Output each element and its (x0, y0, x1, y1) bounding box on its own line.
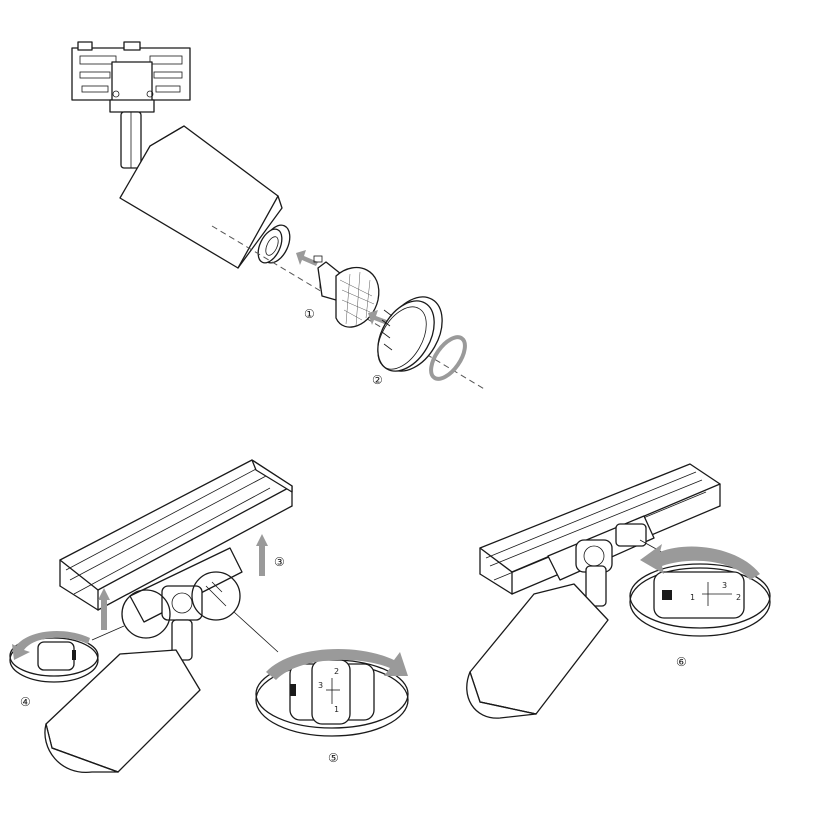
detail-rotate-6: 3 2 1 (629, 544, 771, 637)
dial5-mark-3: 3 (318, 681, 323, 690)
track-adapter (71, 41, 191, 113)
track-install-view: ③ ④ (9, 459, 409, 773)
lift-arrows (98, 534, 268, 630)
luminaire-right (466, 583, 609, 719)
step-5-label: ⑤ (328, 751, 339, 765)
insert-arrow-1 (296, 250, 318, 266)
dial6-mark-2: 2 (736, 593, 741, 602)
stem-right (585, 565, 607, 607)
gu10-lamp (313, 255, 380, 328)
track-rail-left (59, 459, 293, 611)
step-1-label: ① (304, 307, 315, 321)
dial5-mark-2: 2 (334, 667, 339, 676)
assembly-axis (211, 225, 487, 391)
detail-rotate-4 (9, 631, 99, 683)
luminaire-left (44, 649, 201, 773)
dial6-mark-3: 3 (722, 581, 727, 590)
track-locked-view: 3 2 1 ⑥ (466, 463, 771, 719)
step-3-label: ③ (274, 555, 285, 569)
adapter-stem (120, 111, 142, 169)
step-6-label: ⑥ (676, 655, 687, 669)
step-4-label: ④ (20, 695, 31, 709)
lamp-socket (257, 224, 291, 264)
front-ring (377, 296, 443, 372)
luminaire-body (119, 125, 283, 269)
exploded-view: ① ② (71, 41, 487, 391)
zoom-circle-left (121, 589, 171, 639)
dial6-mark-1: 1 (690, 593, 695, 602)
dial5-mark-1: 1 (334, 705, 339, 714)
zoom-circle-right (191, 571, 241, 621)
detail-rotate-5: 2 3 1 (255, 648, 409, 737)
retaining-clip (429, 335, 467, 381)
step-2-label: ② (372, 373, 383, 387)
